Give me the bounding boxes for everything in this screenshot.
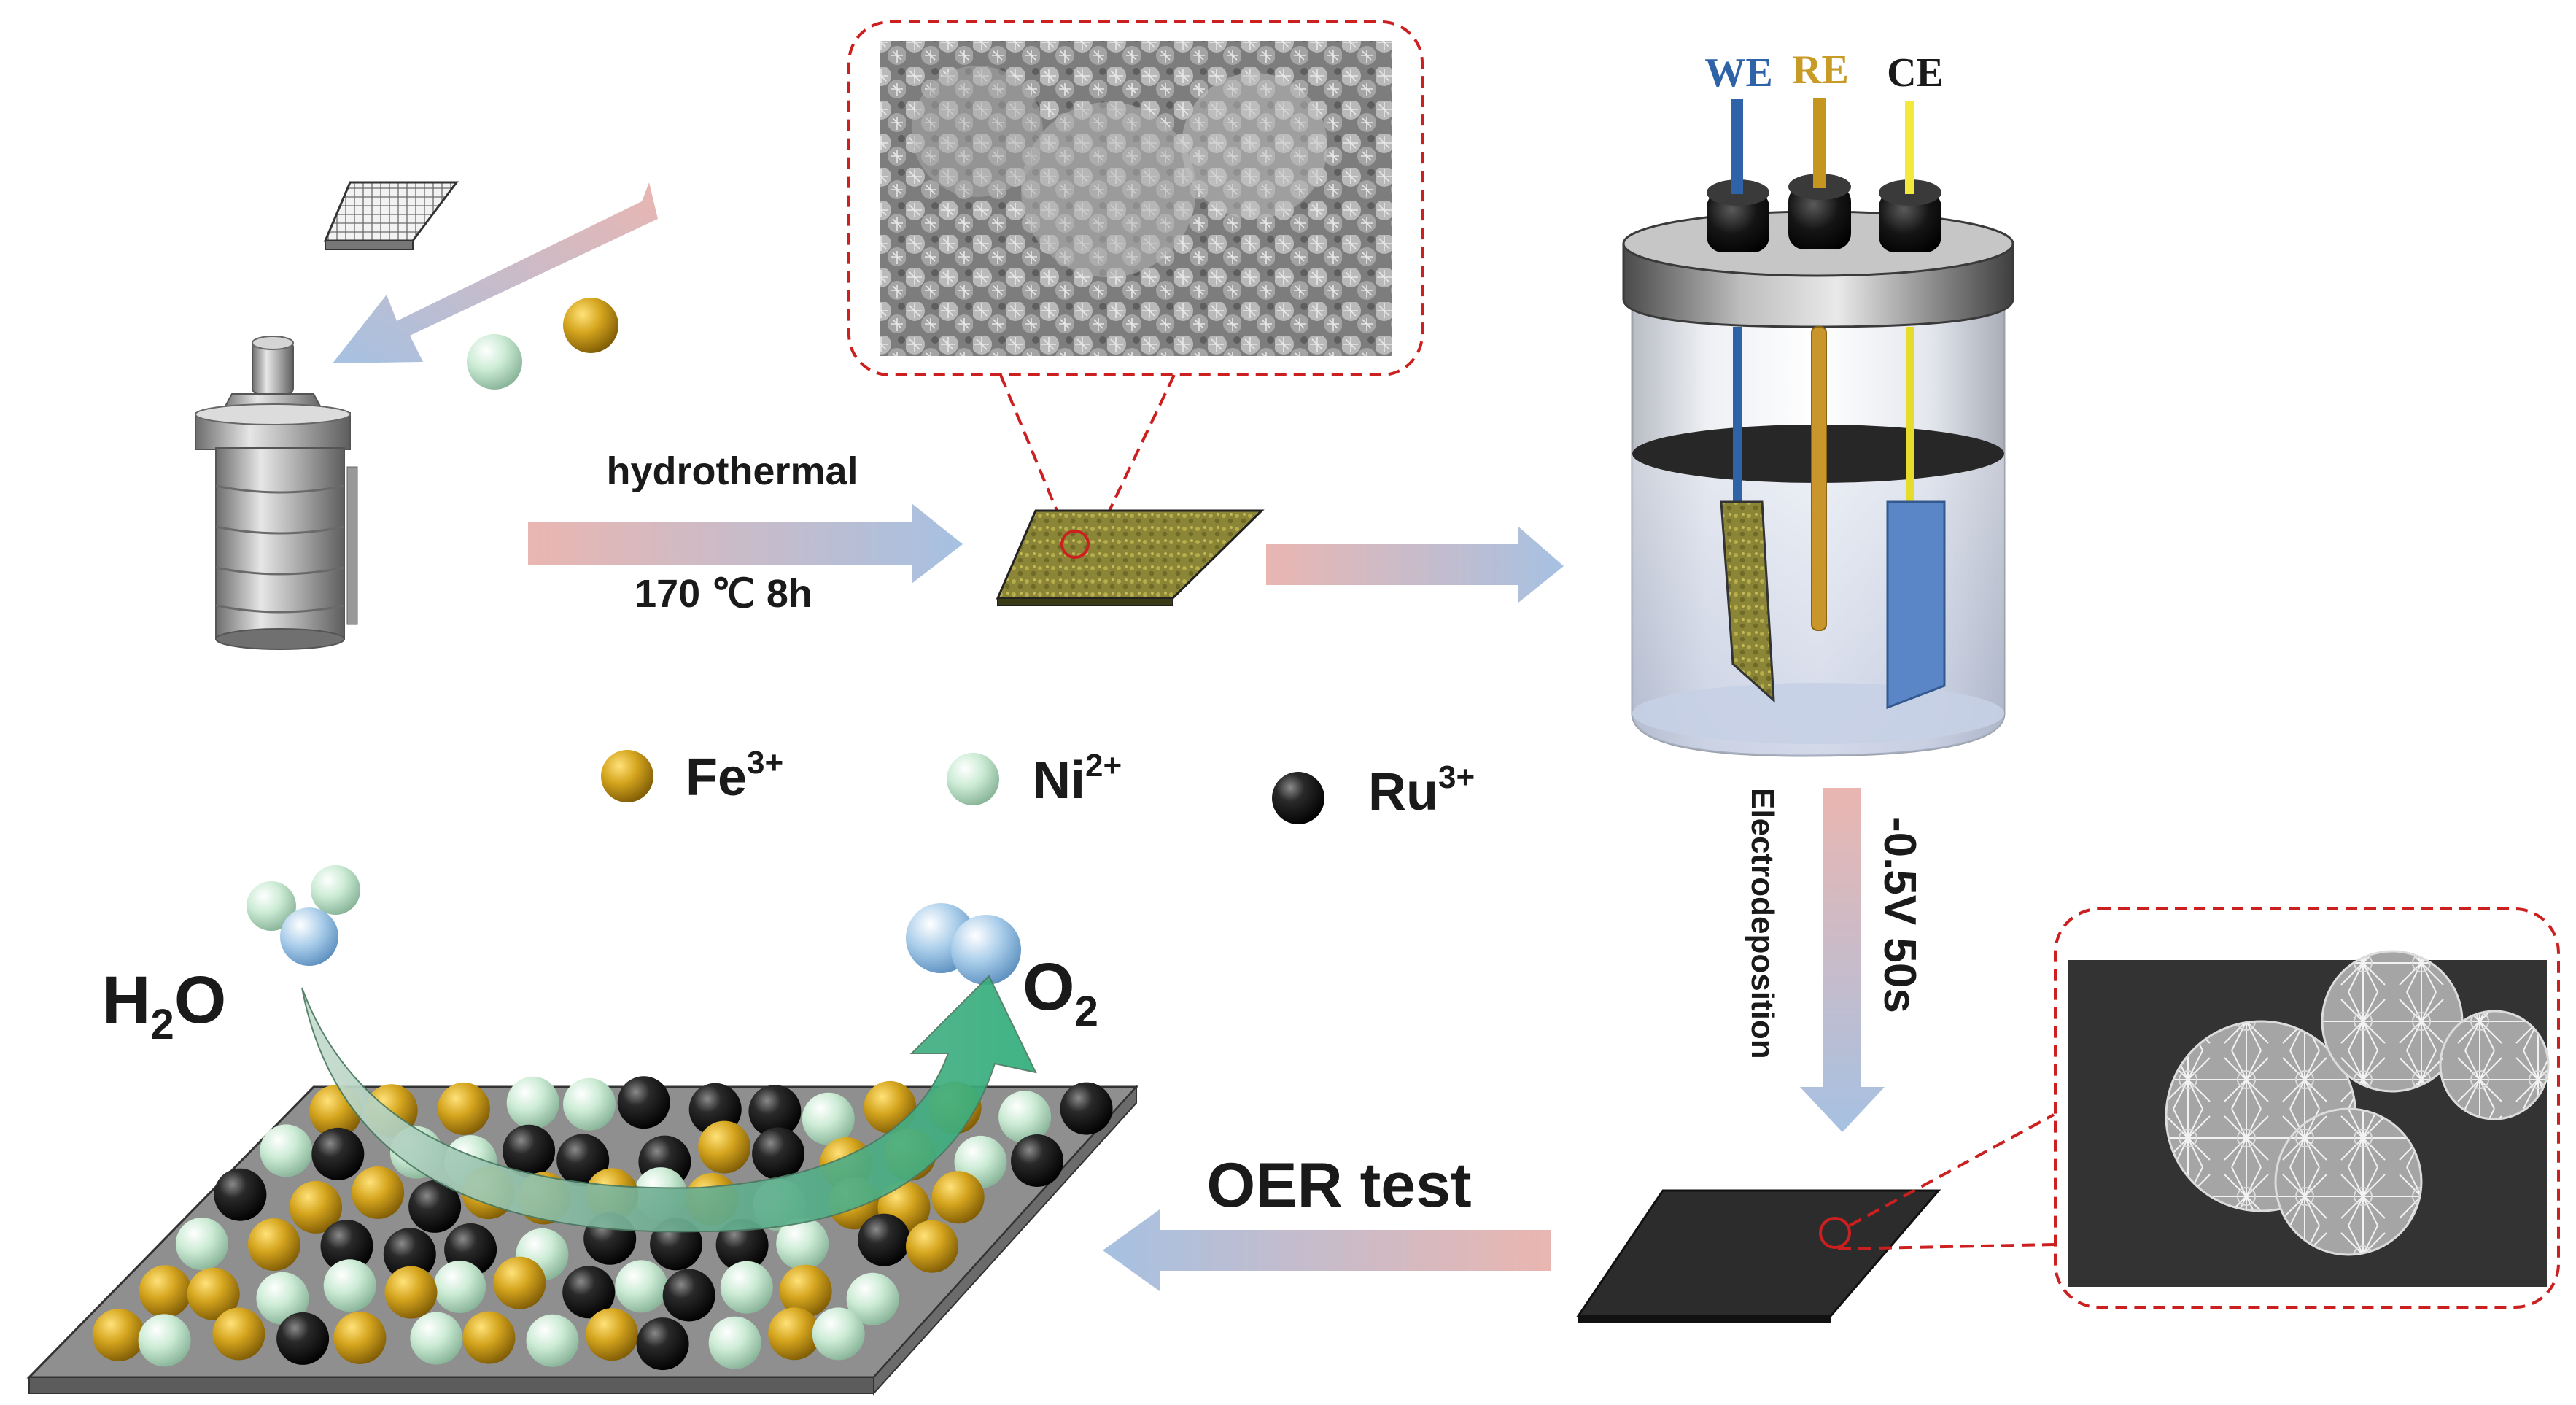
fe-atom (931, 1171, 985, 1224)
ni-atom (323, 1259, 376, 1312)
fe-atom (906, 1220, 958, 1273)
fe-ion-icon (563, 298, 618, 353)
we-label: WE (1704, 50, 1772, 96)
legend-ni-icon (947, 753, 999, 805)
ru-atom (320, 1220, 373, 1272)
ni-ion-icon (467, 334, 522, 390)
fe-atom (462, 1311, 516, 1364)
ni-atom (260, 1124, 313, 1177)
zoom-line-sem2-bottom (1837, 1243, 2055, 1250)
ru-atom (1011, 1134, 1063, 1187)
ru-atom (748, 1085, 802, 1138)
ni-atom (802, 1092, 855, 1145)
ru-atom (408, 1180, 462, 1233)
ni-atom (175, 1218, 228, 1271)
ru-atom (311, 1127, 365, 1180)
coated-substrate-icon (996, 509, 1265, 606)
ni-atom (998, 1091, 1052, 1144)
fe-atom (187, 1267, 240, 1320)
fe-atom (437, 1082, 490, 1135)
sem-image-2 (2054, 907, 2560, 1309)
step-electrodeposition-label: Electrodeposition (1745, 788, 1780, 1059)
catalyst-surface (26, 1076, 1139, 1396)
ru-atom (1060, 1082, 1113, 1135)
reactant-label: H2O (102, 963, 226, 1048)
ni-atom (410, 1312, 463, 1365)
fe-atom (384, 1266, 438, 1319)
ru-atom (617, 1076, 670, 1129)
ni-atom (506, 1076, 559, 1129)
step-conditions-label: 170 ℃ 8h (635, 572, 812, 616)
ni-atom (433, 1261, 486, 1313)
ru-atom (214, 1168, 267, 1221)
arrow-hydrothermal (528, 503, 963, 584)
ni-atom (563, 1077, 616, 1131)
ru-atom (662, 1269, 715, 1322)
arrow-oer-test (1103, 1209, 1551, 1291)
ni-atom (708, 1316, 761, 1369)
ni-atom (846, 1272, 899, 1325)
ru-atom (556, 1134, 610, 1187)
fe-atom (768, 1307, 821, 1361)
h2o-molecule-icon (247, 865, 360, 966)
legend-ni-label: Ni2+ (1033, 748, 1122, 810)
legend: Fe3+ Ni2+ Ru3+ (601, 745, 1475, 824)
electrochemical-cell-icon (1622, 98, 2014, 757)
fe-atom (92, 1308, 145, 1361)
ni-atom (526, 1314, 579, 1367)
fe-atom (247, 1218, 300, 1272)
re-label: RE (1792, 47, 1849, 93)
ni-atom (256, 1272, 309, 1325)
step-oer-label: OER test (1206, 1150, 1471, 1220)
legend-ru-icon (1272, 772, 1324, 824)
ru-atom (562, 1266, 616, 1319)
fe-atom (139, 1265, 192, 1318)
legend-fe-icon (601, 750, 653, 802)
arrow-load-autoclave (333, 182, 658, 363)
reaction-arrow (301, 975, 1037, 1233)
ru-atom (636, 1317, 689, 1371)
fe-atom (698, 1120, 751, 1174)
fe-atom (352, 1166, 405, 1219)
ru-atom (752, 1127, 805, 1180)
ni-atom (776, 1217, 829, 1270)
fe-atom (290, 1180, 342, 1234)
step-hydrothermal-label: hydrothermal (606, 449, 858, 493)
fe-atom (779, 1264, 832, 1317)
ni-atom (138, 1314, 191, 1367)
ni-atom (812, 1307, 865, 1361)
foam-substrate-icon (323, 181, 459, 250)
autoclave-icon (195, 336, 358, 650)
ru-atom (858, 1213, 911, 1266)
product-label: O2 (1023, 950, 1098, 1035)
arrow-to-cell (1266, 527, 1564, 603)
o2-molecule-icon (906, 903, 1021, 985)
arrow-electrodeposition (1800, 788, 1885, 1132)
legend-fe-label: Fe3+ (686, 745, 783, 807)
step-potential-label: -0.5V 50s (1874, 817, 1925, 1013)
fe-atom (493, 1256, 546, 1309)
ni-atom (615, 1260, 668, 1313)
fe-atom (333, 1312, 387, 1364)
sem-image-1 (847, 20, 1424, 376)
ru-atom (276, 1312, 330, 1365)
ce-label: CE (1887, 50, 1944, 96)
zoom-line-sem2-top (1849, 1113, 2055, 1227)
legend-ru-label: Ru3+ (1368, 759, 1475, 821)
ru-atom (383, 1228, 436, 1281)
fe-atom (586, 1308, 638, 1361)
ru-atom (503, 1124, 556, 1177)
ru-atom (715, 1218, 769, 1272)
fe-atom (212, 1307, 265, 1361)
ni-atom (720, 1261, 773, 1314)
ru-coated-substrate-icon (1576, 1189, 1941, 1323)
